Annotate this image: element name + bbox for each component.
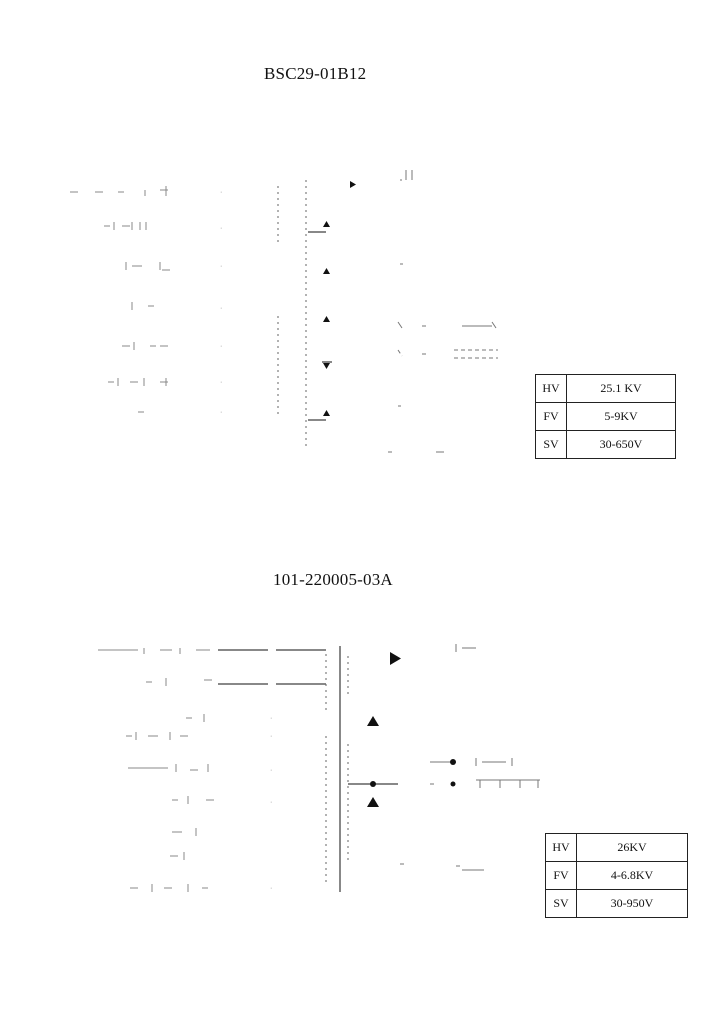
svg-text:·: · (270, 885, 272, 892)
diagram-1-windings (277, 180, 307, 450)
svg-text:·: · (220, 343, 222, 350)
spec-key: SV (535, 430, 567, 459)
spec-value: 30-650V (566, 430, 676, 459)
spec-key: FV (545, 861, 577, 890)
diagram-1-pin-numbers: · · · · · · · (220, 189, 222, 416)
diagram-2-pin-labels (98, 648, 214, 892)
spec-key: HV (535, 374, 567, 403)
spec-value: 30-950V (576, 889, 688, 918)
spec-key: SV (545, 889, 577, 918)
svg-text:·: · (220, 189, 222, 196)
diagram-1-spec-table: HV 25.1 KV FV 5-9KV SV 30-650V (535, 374, 676, 459)
svg-text:·: · (220, 305, 222, 312)
spec-value: 26KV (576, 833, 688, 862)
svg-text:·: · (270, 715, 272, 722)
spec-row: HV 26KV (545, 833, 688, 862)
spec-row: SV 30-950V (545, 889, 688, 918)
diagram-1-output-labels (388, 170, 498, 453)
spec-key: HV (545, 833, 577, 862)
svg-text:·: · (220, 263, 222, 270)
diagram-1-diodes (308, 181, 356, 421)
svg-text:·: · (270, 799, 272, 806)
spec-row: FV 4-6.8KV (545, 861, 688, 890)
svg-text:·: · (220, 379, 222, 386)
diagram-2-connection-points (450, 759, 456, 787)
spec-key: FV (535, 402, 567, 431)
diagram-2-spec-table: HV 26KV FV 4-6.8KV SV 30-950V (545, 833, 688, 918)
spec-row: FV 5-9KV (535, 402, 676, 431)
diagram-2-diodes (367, 652, 401, 807)
diagram-2-pin-numbers: · · · · · (270, 715, 272, 892)
spec-row: HV 25.1 KV (535, 374, 676, 403)
diagram-2-windings (325, 654, 349, 882)
svg-text:·: · (220, 409, 222, 416)
spec-value: 25.1 KV (566, 374, 676, 403)
diagram-1-title: BSC29-01B12 (264, 64, 367, 83)
spec-value: 5-9KV (566, 402, 676, 431)
svg-text:·: · (270, 733, 272, 740)
svg-text:·: · (270, 767, 272, 774)
spec-row: SV 30-650V (535, 430, 676, 459)
diagram-2-title: 101-220005-03A (273, 570, 393, 589)
diagram-1-pin-labels (70, 186, 170, 413)
diagram-2-output-labels (400, 644, 540, 871)
diagram-2-lead-lines (218, 649, 398, 785)
svg-text:·: · (220, 225, 222, 232)
spec-value: 4-6.8KV (576, 861, 688, 890)
